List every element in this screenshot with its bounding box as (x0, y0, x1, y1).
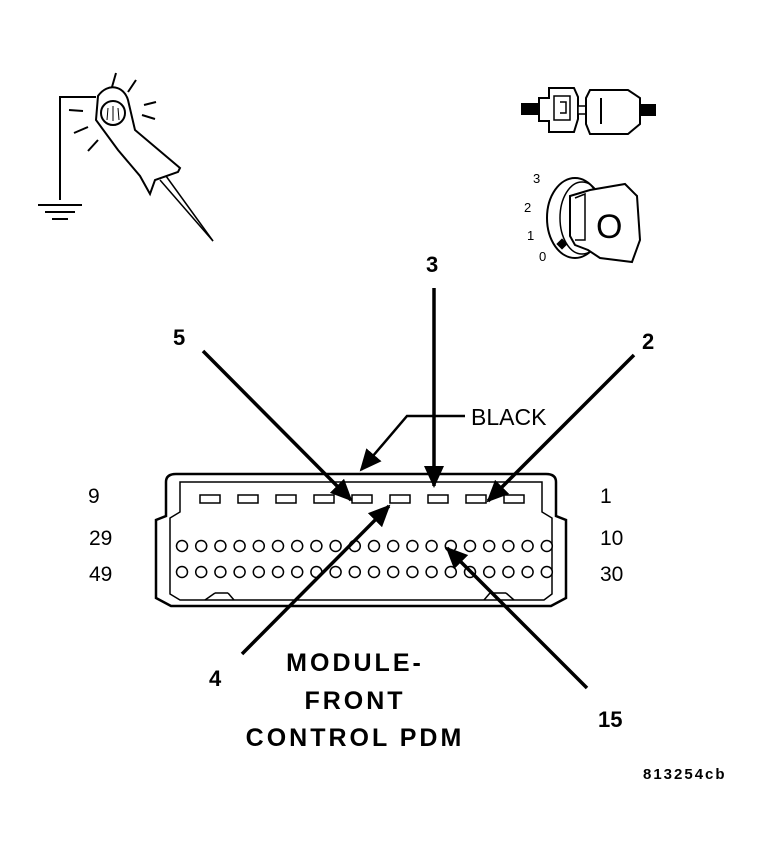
pin-cavity (482, 565, 496, 579)
pin-cavity (367, 565, 381, 579)
pin-cavity (194, 539, 208, 553)
pin-cavity (313, 494, 335, 504)
connector-disconnect-icon (521, 87, 656, 135)
pin-cavity (521, 565, 534, 579)
pin-cavity (214, 565, 227, 579)
figure-reference: 813254cb (643, 766, 727, 783)
pin-cavity (252, 565, 266, 579)
pin-cavity (425, 565, 438, 579)
pin-cavity (425, 539, 438, 553)
test-light-icon (38, 72, 214, 242)
test-light-probe-tip (165, 175, 214, 242)
pin-cavity (194, 565, 208, 579)
ignition-key-label: O (596, 208, 622, 246)
pin-cavity (199, 494, 221, 504)
pin-cavity (214, 539, 227, 553)
pin-cavity (329, 539, 342, 553)
pin-row-1 (199, 494, 525, 504)
pin-label-10: 10 (600, 527, 623, 550)
ignition-position-3: 3 (533, 171, 540, 186)
wire-color-leader (359, 414, 465, 472)
title-line-2: FRONT (304, 687, 405, 715)
pin-cavity (406, 565, 419, 579)
callout-15: 15 (598, 707, 622, 732)
pin-cavity (367, 539, 381, 553)
callout-4: 4 (209, 666, 222, 691)
ignition-position-2: 2 (524, 200, 531, 215)
title-line-1: MODULE- (286, 649, 424, 677)
pin-cavity (427, 494, 449, 504)
pin-label-29: 29 (89, 527, 112, 550)
pin-cavity (406, 539, 419, 553)
pin-cavity (290, 565, 304, 579)
pin-cavity (540, 565, 554, 579)
pin-cavity (275, 494, 297, 504)
pin-cavity (329, 565, 342, 579)
pin-cavity (482, 539, 496, 553)
pin-cavity (386, 565, 400, 579)
pin-cavity (386, 539, 400, 553)
ground-icon (38, 204, 82, 220)
pin-cavity (502, 539, 515, 553)
pin-cavity (465, 494, 487, 504)
ignition-switch-icon: 3 2 1 0 O (524, 171, 642, 264)
pin-cavity (233, 539, 246, 553)
pin-cavity (310, 539, 323, 553)
pin-cavity (175, 565, 189, 579)
connector-outline (154, 472, 568, 608)
pdm-connector (154, 472, 568, 608)
callout-arrow-4 (240, 504, 391, 656)
pin-cavity (463, 539, 477, 553)
pin-cavity (503, 494, 525, 504)
light-rays (68, 72, 157, 152)
callout-arrow-2 (486, 353, 636, 503)
callout-3: 3 (426, 252, 438, 277)
pin-cavity (252, 539, 266, 553)
pin-cavity (348, 565, 362, 579)
ground-lead (59, 96, 96, 200)
pin-cavity (290, 539, 304, 553)
pin-cavity (444, 565, 458, 579)
pin-label-49: 49 (89, 563, 112, 586)
callout-2: 2 (642, 329, 654, 354)
pin-cavity (540, 539, 554, 553)
pin-cavity (237, 494, 259, 504)
ignition-key (569, 182, 642, 264)
pin-cavity (271, 565, 285, 579)
callout-arrow-5 (201, 349, 353, 502)
pin-cavity (502, 565, 515, 579)
callout-5: 5 (173, 325, 185, 350)
callout-arrow-15 (445, 546, 589, 690)
pin-row-2 (175, 539, 554, 553)
pin-label-30: 30 (600, 563, 623, 586)
wire-color-label: BLACK (471, 404, 547, 430)
pin-label-1: 1 (600, 485, 612, 508)
pin-cavity (521, 539, 534, 553)
pin-label-9: 9 (88, 485, 100, 508)
ignition-position-1: 1 (527, 228, 534, 243)
pin-cavity (389, 494, 411, 504)
pin-cavity (271, 539, 285, 553)
pin-cavity (233, 565, 246, 579)
ignition-position-0: 0 (539, 249, 546, 264)
pin-cavity (351, 494, 373, 504)
pin-cavity (175, 539, 189, 553)
title-line-3: CONTROL PDM (246, 724, 465, 752)
